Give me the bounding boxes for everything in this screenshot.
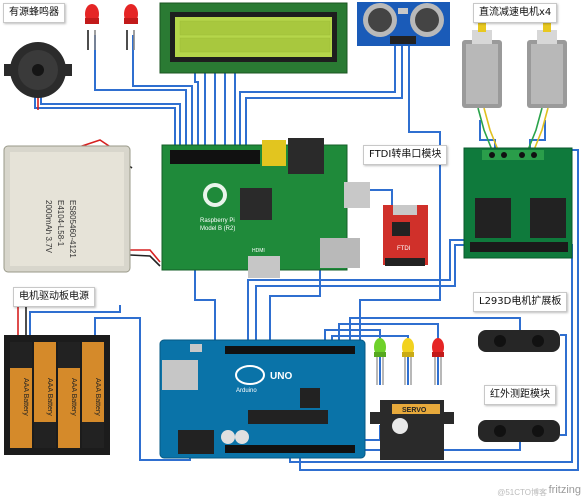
aaa-text-1: AAA Battery (22, 378, 29, 416)
led-yellow-icon (402, 338, 414, 385)
wire-us-1 (239, 45, 396, 150)
blog-watermark: @51CTO博客 (497, 488, 547, 497)
label-ir-module: 红外测距模块 (484, 385, 556, 405)
fritzing-watermark: fritzing (548, 484, 581, 496)
wire-m2-yellow (533, 107, 549, 151)
battery-text-2: E4104-L58-1 (56, 200, 65, 247)
battery-text-1: ES805460-4121 (68, 200, 77, 258)
raspberry-pi-icon (161, 138, 370, 278)
wire-m1-green (477, 107, 493, 151)
hdmi-text: HDMI (252, 248, 265, 254)
ir-distance-sensor-icon (478, 330, 560, 442)
aaa-text-3: AAA Battery (70, 378, 77, 416)
wire-aaa-black (25, 304, 60, 335)
label-motors: 直流减速电机x4 (473, 3, 558, 23)
wire-buzzer (34, 95, 176, 150)
wire-buzzer-2 (40, 95, 181, 150)
label-motor-power: 电机驱动板电源 (13, 287, 95, 307)
wire-aaa-1 (29, 305, 121, 335)
component-texts: ES805460-4121 E4104-L58-1 2000mAh 3.7V R… (22, 200, 427, 416)
aaa-text-2: AAA Battery (46, 378, 53, 416)
led-red-icon (85, 4, 138, 24)
arduino-brand-text: Arduino (236, 388, 257, 394)
aaa-battery-holder-icon (4, 335, 110, 455)
arduino-model-text: UNO (270, 371, 292, 382)
buzzer-icon (4, 42, 72, 98)
servo-text: SERVO (402, 407, 427, 414)
rpi-text-1: Raspberry Pi (200, 218, 235, 224)
led-green-icon (374, 338, 386, 385)
ultrasonic-sensor-icon (357, 2, 450, 46)
dc-motor-icon (462, 22, 567, 108)
led-red-small-icon (432, 338, 444, 385)
label-l293d: L293D电机扩展板 (473, 292, 568, 312)
wire-ard-ir1 (349, 317, 521, 345)
wire-drv-ard-2 (255, 244, 470, 340)
motor-driver-icon (463, 147, 573, 259)
wire-m1-yellow (483, 107, 499, 151)
battery-text-3: 2000mAh 3.7V (44, 200, 53, 254)
aaa-text-4: AAA Battery (94, 378, 101, 416)
wire-rpi-ard-2 (269, 270, 321, 340)
wire-us-2 (245, 45, 403, 150)
ftdi-board-text: FTDI (397, 246, 411, 252)
wire-led1 (94, 35, 187, 150)
wire-drv-ard-3 (299, 149, 579, 471)
ftdi-module-icon (383, 205, 428, 266)
wire-drv-ard-1 (247, 239, 465, 340)
wire-rpi-ard (194, 270, 216, 340)
wire-led2 (132, 35, 193, 150)
wire-bat-red-2 (130, 249, 161, 263)
label-ftdi: FTDI转串口模块 (363, 145, 448, 165)
lcd-icon (159, 2, 348, 74)
battery-pack-icon (3, 145, 131, 273)
arduino-uno-icon (159, 339, 366, 459)
wire-us-3 (359, 45, 441, 345)
servo-icon (370, 400, 454, 460)
wire-lcd-1 (194, 72, 199, 150)
wire-m2-green (527, 107, 543, 151)
wire-ir-link (560, 334, 567, 436)
label-buzzer: 有源蜂鸣器 (3, 3, 65, 23)
wire-ard-led-g (324, 329, 381, 385)
rpi-text-2: Model B (R2) (200, 226, 235, 232)
wire-bat-black-2 (129, 254, 161, 267)
